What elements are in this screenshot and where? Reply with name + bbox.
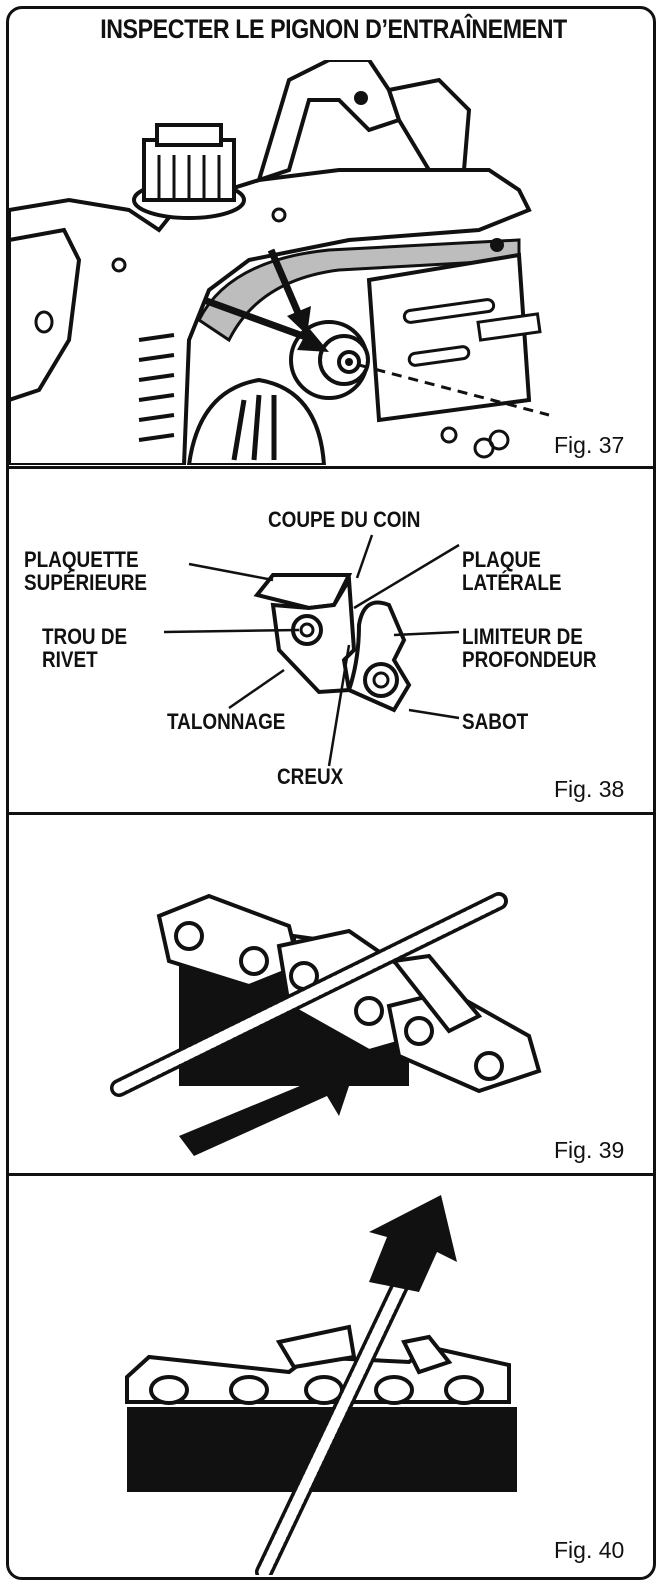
divider-3 [8, 1173, 654, 1176]
callout-coupe-du-coin: COUPE DU COIN [268, 507, 421, 532]
callout-sabot: SABOT [462, 709, 529, 734]
fig38-label: Fig. 38 [554, 776, 625, 802]
push-arrow-icon [179, 1056, 354, 1156]
fig40-label: Fig. 40 [554, 1537, 625, 1563]
callout-limiteur-de-profondeur: LIMITEUR DE PROFONDEUR [462, 624, 597, 672]
callout-plaquette-superieure: PLAQUETTE SUPÉRIEURE [24, 547, 148, 595]
fig40-illustration [125, 1195, 517, 1575]
file-rod-icon [255, 1258, 418, 1575]
cutter-tooth-icon [253, 573, 412, 713]
fig38-illustration [163, 534, 460, 767]
fig37-illustration [9, 60, 550, 465]
fig39-label: Fig. 39 [554, 1137, 625, 1163]
up-arrow-icon [369, 1195, 457, 1292]
sprocket-icon [289, 320, 370, 400]
pointer-arrows [202, 248, 329, 352]
page-title: INSPECTER LE PIGNON D’ENTRAÎNEMENT [100, 14, 567, 44]
file-rod-icon [110, 892, 508, 1097]
divider-1 [8, 466, 654, 469]
callout-trou-de-rivet: TROU DE RIVET [42, 624, 128, 672]
callout-talonnage: TALONNAGE [167, 709, 286, 734]
fig39-illustration [110, 892, 542, 1156]
callout-creux: CREUX [277, 764, 344, 789]
callout-plaque-laterale: PLAQUE LATÉRALE [462, 547, 562, 595]
divider-2 [8, 812, 654, 815]
callout-leaders [163, 534, 460, 767]
oil-cap-icon [132, 123, 246, 220]
fig37-label: Fig. 37 [554, 432, 625, 458]
